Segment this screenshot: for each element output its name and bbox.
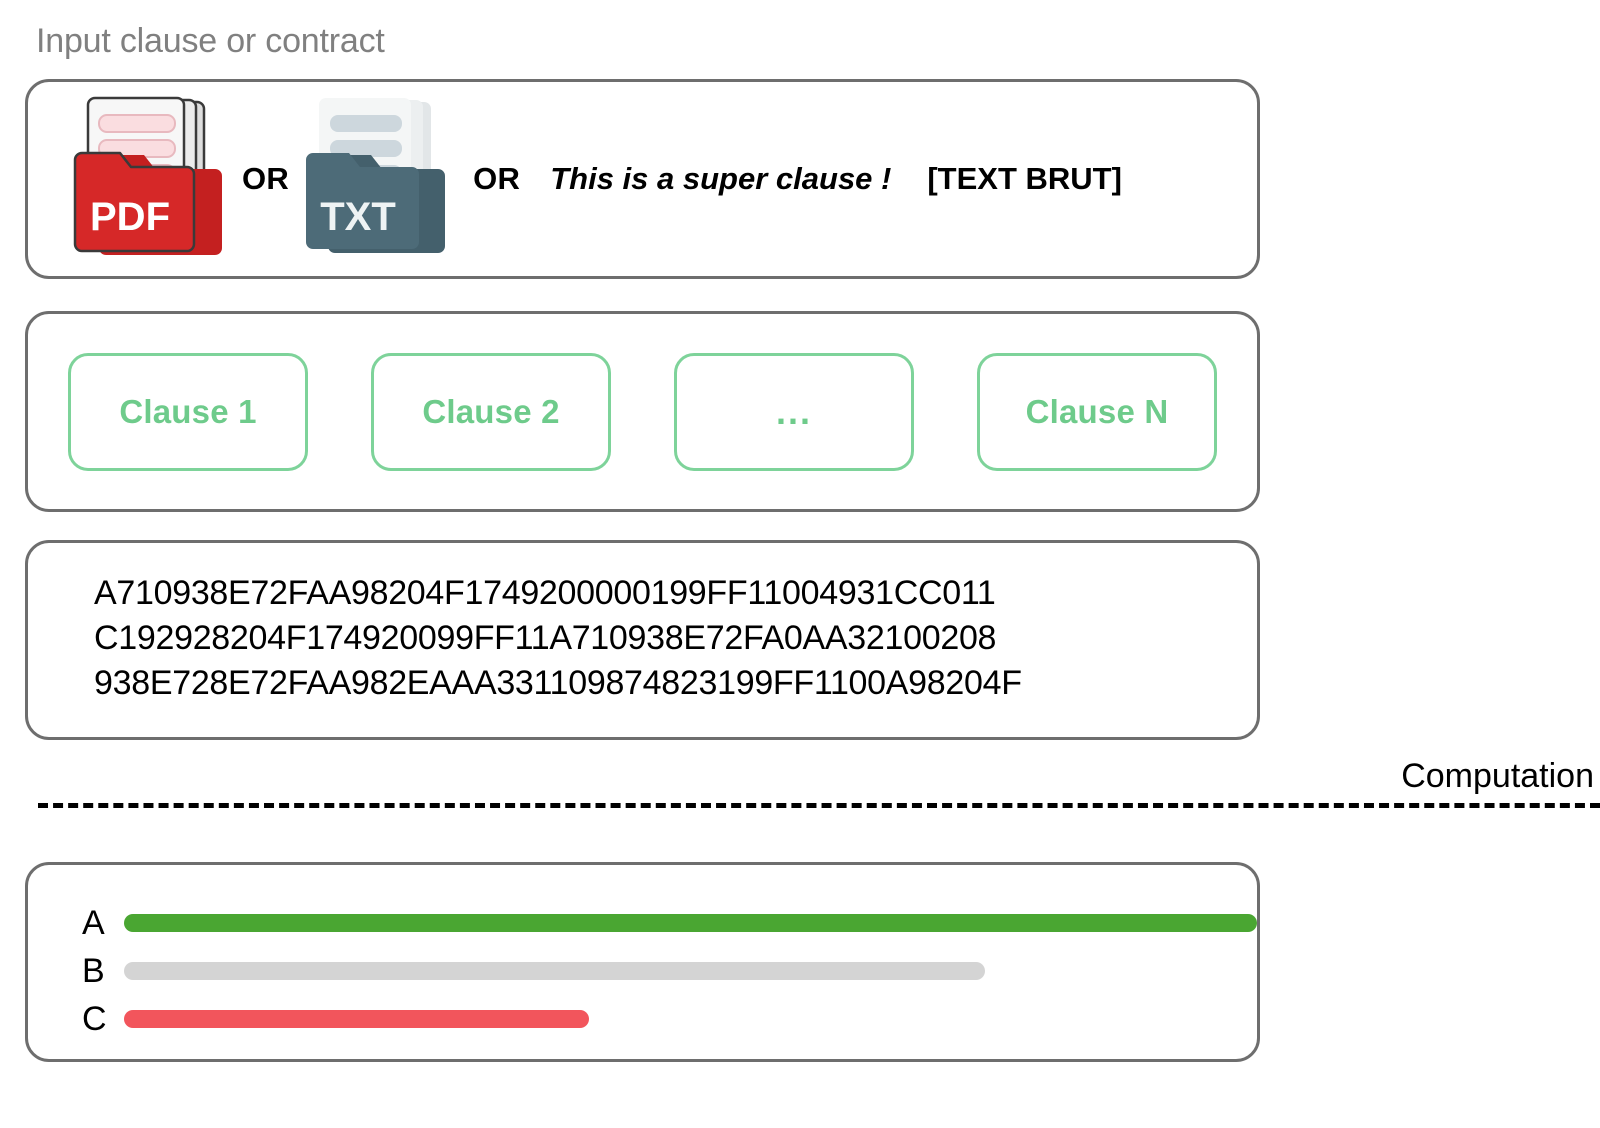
or-label-1: OR	[242, 161, 290, 196]
computation-divider	[38, 803, 1600, 808]
text-format-badge: [TEXT BRUT]	[927, 161, 1122, 196]
pdf-icon-text: PDF	[90, 195, 170, 239]
hash-line-2: C192928204F174920099FF11A710938E72FA0AA3…	[94, 619, 997, 657]
computation-label: Computation	[1401, 757, 1594, 795]
bar-chart: A B C	[28, 865, 1257, 1043]
bar-fill-a	[124, 914, 1257, 932]
hash-line-1: A710938E72FAA98204F1749200000199FF110049…	[94, 574, 996, 612]
input-options-row: PDF OR TXT OR This is a s	[28, 82, 1257, 276]
clause-chip-ellipsis[interactable]: ...	[674, 352, 914, 471]
bar-label-b: B	[82, 951, 105, 990]
pdf-file-icon[interactable]: PDF	[64, 89, 226, 269]
bar-label-a: A	[82, 903, 105, 942]
bar-track-a	[124, 914, 1257, 932]
clauses-row: Clause 1 Clause 2 ... Clause N	[28, 314, 1257, 509]
clauses-card: Clause 1 Clause 2 ... Clause N	[25, 311, 1260, 512]
txt-file-icon[interactable]: TXT	[295, 89, 457, 269]
bar-row-a: A	[76, 899, 1257, 947]
hash-output-card: A710938E72FAA98204F1749200000199FF110049…	[25, 540, 1260, 740]
input-card: PDF OR TXT OR This is a s	[25, 79, 1260, 279]
results-card: A B C	[25, 862, 1260, 1062]
bar-fill-c	[124, 1010, 589, 1028]
bar-fill-b	[124, 962, 986, 980]
bar-track-b	[124, 962, 1257, 980]
hash-text-block: A710938E72FAA98204F1749200000199FF110049…	[28, 543, 1257, 706]
hash-line-3: 938E728E72FAA982EAAA331109874823199FF110…	[94, 664, 1022, 702]
or-label-2: OR	[473, 161, 521, 196]
clause-chip-1[interactable]: Clause 1	[68, 352, 308, 471]
txt-icon-text: TXT	[320, 195, 396, 239]
clause-chip-2[interactable]: Clause 2	[371, 352, 611, 471]
sample-clause-text: This is a super clause !	[550, 161, 892, 196]
bar-track-c	[124, 1010, 1257, 1028]
page-title: Input clause or contract	[36, 22, 385, 60]
clause-chip-n[interactable]: Clause N	[977, 352, 1217, 471]
bar-row-c: C	[76, 995, 1257, 1043]
bar-row-b: B	[76, 947, 1257, 995]
bar-label-c: C	[82, 999, 107, 1038]
